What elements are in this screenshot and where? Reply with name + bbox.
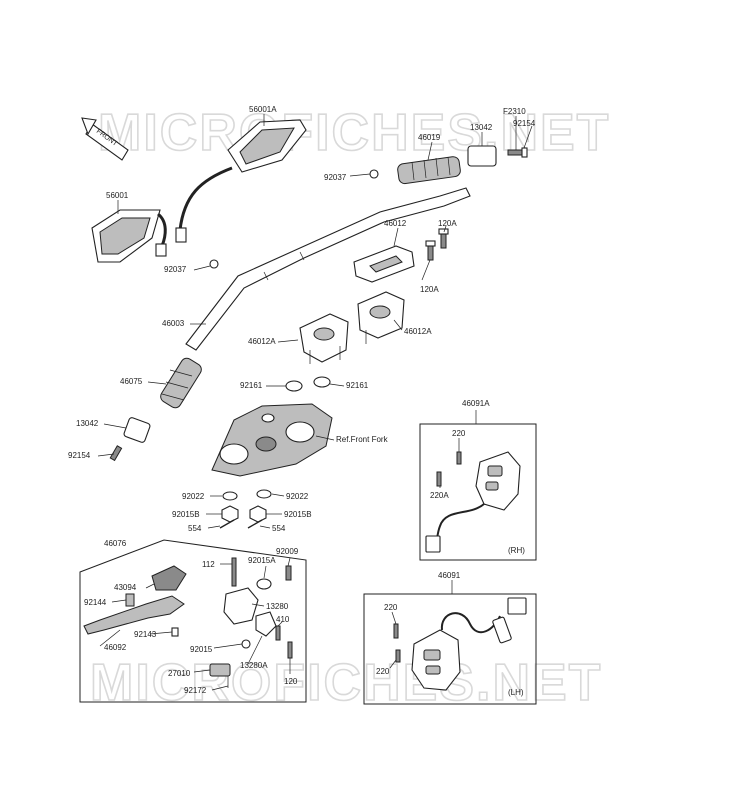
label-13042-left: 13042 — [76, 419, 99, 428]
label-92015A: 92015A — [248, 556, 276, 565]
nut-92015 — [241, 639, 251, 649]
label-46091A: 46091A — [462, 399, 490, 408]
watermark-top: MICROFICHES.NET — [98, 104, 610, 162]
washer-92022-a — [222, 491, 238, 501]
nut-92143 — [171, 627, 179, 637]
label-92015: 92015 — [190, 645, 213, 654]
washer-92161-a — [285, 380, 303, 392]
bolt-120A-a — [438, 228, 449, 249]
label-410: 410 — [276, 615, 290, 624]
label-92015B-a: 92015B — [172, 510, 200, 519]
handlebar — [185, 187, 471, 351]
label-220-lh-b: 220 — [376, 667, 390, 676]
label-46075: 46075 — [120, 377, 143, 386]
label-13042-top: 13042 — [470, 123, 493, 132]
part-labels: 56001A F2310 13042 92154 46019 92037 560… — [68, 105, 536, 697]
label-43094: 43094 — [114, 583, 137, 592]
label-92009: 92009 — [276, 547, 299, 556]
watermark-bottom: MICROFICHES.NET — [90, 654, 602, 712]
mirror-left — [91, 209, 167, 263]
label-13280: 13280 — [266, 602, 289, 611]
label-220A-rh: 220A — [430, 491, 449, 500]
label-92037-top: 92037 — [324, 173, 347, 182]
bolt-120A-b — [425, 240, 436, 261]
lever-bracket-43094 — [151, 565, 187, 591]
box-switch-rh — [419, 423, 537, 561]
label-92143: 92143 — [134, 630, 157, 639]
label-92022-b: 92022 — [286, 492, 309, 501]
label-46019: 46019 — [418, 133, 441, 142]
label-92144: 92144 — [84, 598, 107, 607]
screw-220A-rh — [436, 471, 442, 487]
bolt-410 — [275, 625, 281, 641]
bolt-112 — [231, 557, 237, 587]
label-56001: 56001 — [106, 191, 129, 200]
screw-220-lh-a — [393, 623, 399, 639]
box-lh-label: (LH) — [508, 688, 524, 697]
washer-92161-b — [313, 376, 331, 388]
grip-right — [397, 156, 461, 185]
label-92172: 92172 — [184, 686, 207, 695]
switch-housing-rh — [425, 451, 521, 553]
mirror-right — [175, 119, 307, 243]
washer-92022-b — [256, 489, 272, 499]
label-92022-a: 92022 — [182, 492, 205, 501]
handlebar-holder-lower-left — [299, 313, 349, 364]
bar-end-weight-right — [467, 145, 497, 167]
cotter-pin-554-b — [247, 519, 263, 529]
ref-front-fork-label: Ref.Front Fork — [336, 435, 389, 444]
switch-housing-lh — [411, 597, 527, 691]
box-switch-lh — [363, 593, 537, 705]
label-27010: 27010 — [168, 669, 191, 678]
label-220-rh: 220 — [452, 429, 466, 438]
label-46092: 46092 — [104, 643, 127, 652]
label-92015B-b: 92015B — [284, 510, 312, 519]
label-46012: 46012 — [384, 219, 407, 228]
label-120A-b: 120A — [420, 285, 439, 294]
label-92161-a: 92161 — [240, 381, 263, 390]
label-92154-top: 92154 — [513, 119, 536, 128]
label-13280A: 13280A — [240, 661, 268, 670]
label-92154-left: 92154 — [68, 451, 91, 460]
nut-92015B-b — [249, 505, 267, 523]
lever-holder — [223, 587, 277, 637]
label-92037-left: 92037 — [164, 265, 187, 274]
handlebar-holder-lower-right — [357, 291, 405, 344]
bolt-92009 — [285, 565, 292, 581]
label-120: 120 — [284, 677, 298, 686]
bar-end-weight-left — [123, 417, 151, 443]
cotter-pin-554-a — [219, 519, 235, 529]
screw-220-lh-b — [395, 649, 401, 663]
label-554-a: 554 — [188, 524, 202, 533]
grip-left — [160, 357, 202, 409]
clip-92037-top — [369, 169, 379, 179]
label-F2310: F2310 — [503, 107, 526, 116]
label-56001A: 56001A — [249, 105, 277, 114]
clutch-lever — [83, 595, 185, 635]
label-554-b: 554 — [272, 524, 286, 533]
spring-92144 — [125, 593, 135, 607]
label-46003: 46003 — [162, 319, 185, 328]
box-lever-assembly — [79, 539, 307, 703]
screw-220-rh — [456, 451, 462, 465]
box-rh-label: (RH) — [508, 546, 525, 555]
upper-triple-clamp — [211, 403, 333, 477]
leader-lines — [97, 114, 533, 691]
nut-92015B-a — [221, 505, 239, 523]
bolt-92154-left — [109, 445, 123, 462]
front-arrow-icon — [81, 117, 129, 161]
label-46012A-right: 46012A — [404, 327, 432, 336]
label-112: 112 — [202, 560, 215, 569]
washer-92015A — [256, 578, 272, 590]
bolt-120 — [287, 641, 293, 659]
label-46091: 46091 — [438, 571, 461, 580]
clip-92037-left — [209, 259, 219, 269]
label-92161-b: 92161 — [346, 381, 369, 390]
label-46012A-left: 46012A — [248, 337, 276, 346]
label-46076: 46076 — [104, 539, 127, 548]
handlebar-holder-upper — [353, 245, 415, 283]
label-120A-a: 120A — [438, 219, 457, 228]
label-220-lh-a: 220 — [384, 603, 398, 612]
